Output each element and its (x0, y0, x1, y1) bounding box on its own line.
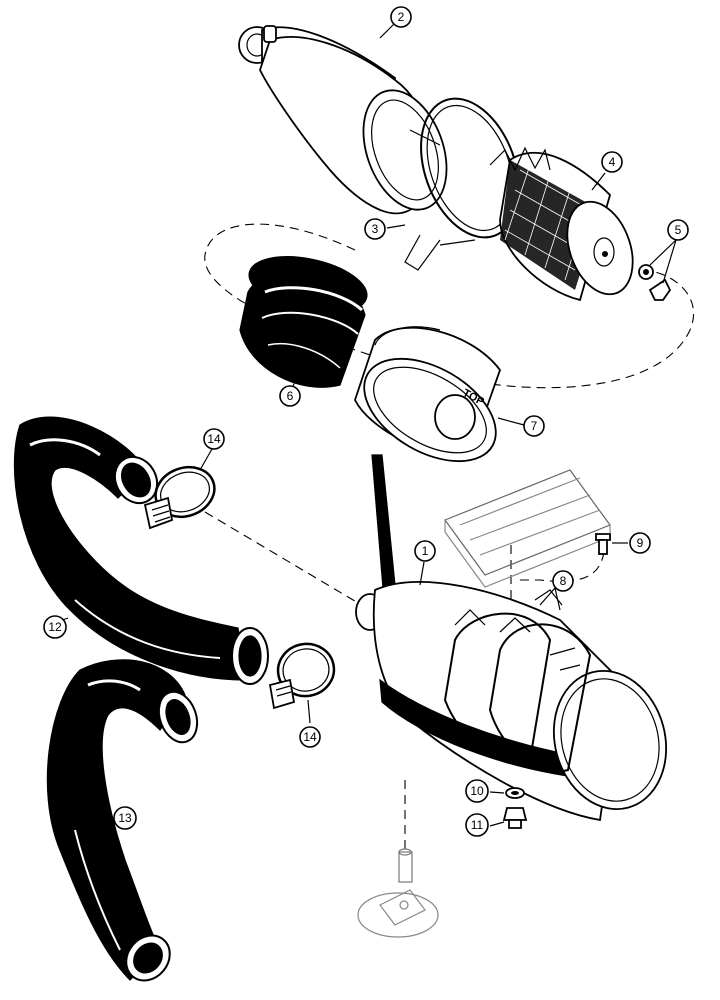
svg-text:13: 13 (118, 811, 132, 825)
svg-text:8: 8 (560, 574, 567, 588)
mounting-bracket (444, 469, 611, 588)
svg-text:5: 5 (675, 223, 682, 237)
part-8-clamp-bands (443, 589, 592, 773)
callout-10: 10 (465, 779, 489, 803)
part-12-upper-hose (13, 416, 269, 685)
part-1-main-housing (355, 581, 668, 822)
part-2-air-cleaner-housing (238, 25, 448, 215)
svg-text:12: 12 (48, 620, 62, 634)
callout-4: 4 (601, 151, 623, 173)
part-4-filter-element (489, 146, 634, 302)
part-7-outer-cover: TOP (354, 326, 502, 463)
part-13-lower-hose (46, 659, 199, 982)
part-14-hose-clamp-lower (268, 642, 336, 710)
part-11-drain-valve (502, 807, 528, 829)
svg-text:14: 14 (303, 730, 317, 744)
part-9-bolt (595, 533, 611, 555)
intake-tube (371, 454, 396, 589)
callout-13: 13 (113, 806, 137, 830)
svg-text:11: 11 (471, 818, 484, 832)
callout-3: 3 (364, 218, 386, 240)
callout-9: 9 (629, 532, 651, 554)
part-14-hose-clamp-upper (143, 465, 216, 530)
part-5-wing-nut (638, 264, 672, 301)
part-6-pre-cleaner-sleeve (239, 256, 368, 388)
svg-text:10: 10 (470, 784, 484, 798)
callout-8: 8 (552, 570, 574, 592)
callout-1: 1 (414, 540, 436, 562)
part-10-washer (505, 787, 525, 799)
svg-text:3: 3 (372, 222, 379, 236)
callout-6: 6 (279, 385, 301, 407)
callout-12: 12 (43, 615, 67, 639)
callout-5: 5 (667, 219, 689, 241)
callout-7: 7 (523, 415, 545, 437)
svg-text:6: 6 (287, 389, 294, 403)
part-3-clamp-band (404, 97, 520, 271)
callout-14-upper: 14 (203, 428, 225, 450)
svg-text:14: 14 (207, 432, 221, 446)
callout-2: 2 (390, 6, 412, 28)
callout-14-lower: 14 (299, 726, 321, 748)
callout-leaders (51, 23, 677, 827)
svg-text:1: 1 (422, 544, 429, 558)
svg-text:9: 9 (637, 536, 644, 550)
callout-11: 11 (465, 813, 489, 837)
svg-text:2: 2 (398, 10, 405, 24)
svg-text:4: 4 (609, 155, 616, 169)
svg-text:7: 7 (531, 419, 538, 433)
lower-bracket (357, 848, 439, 938)
